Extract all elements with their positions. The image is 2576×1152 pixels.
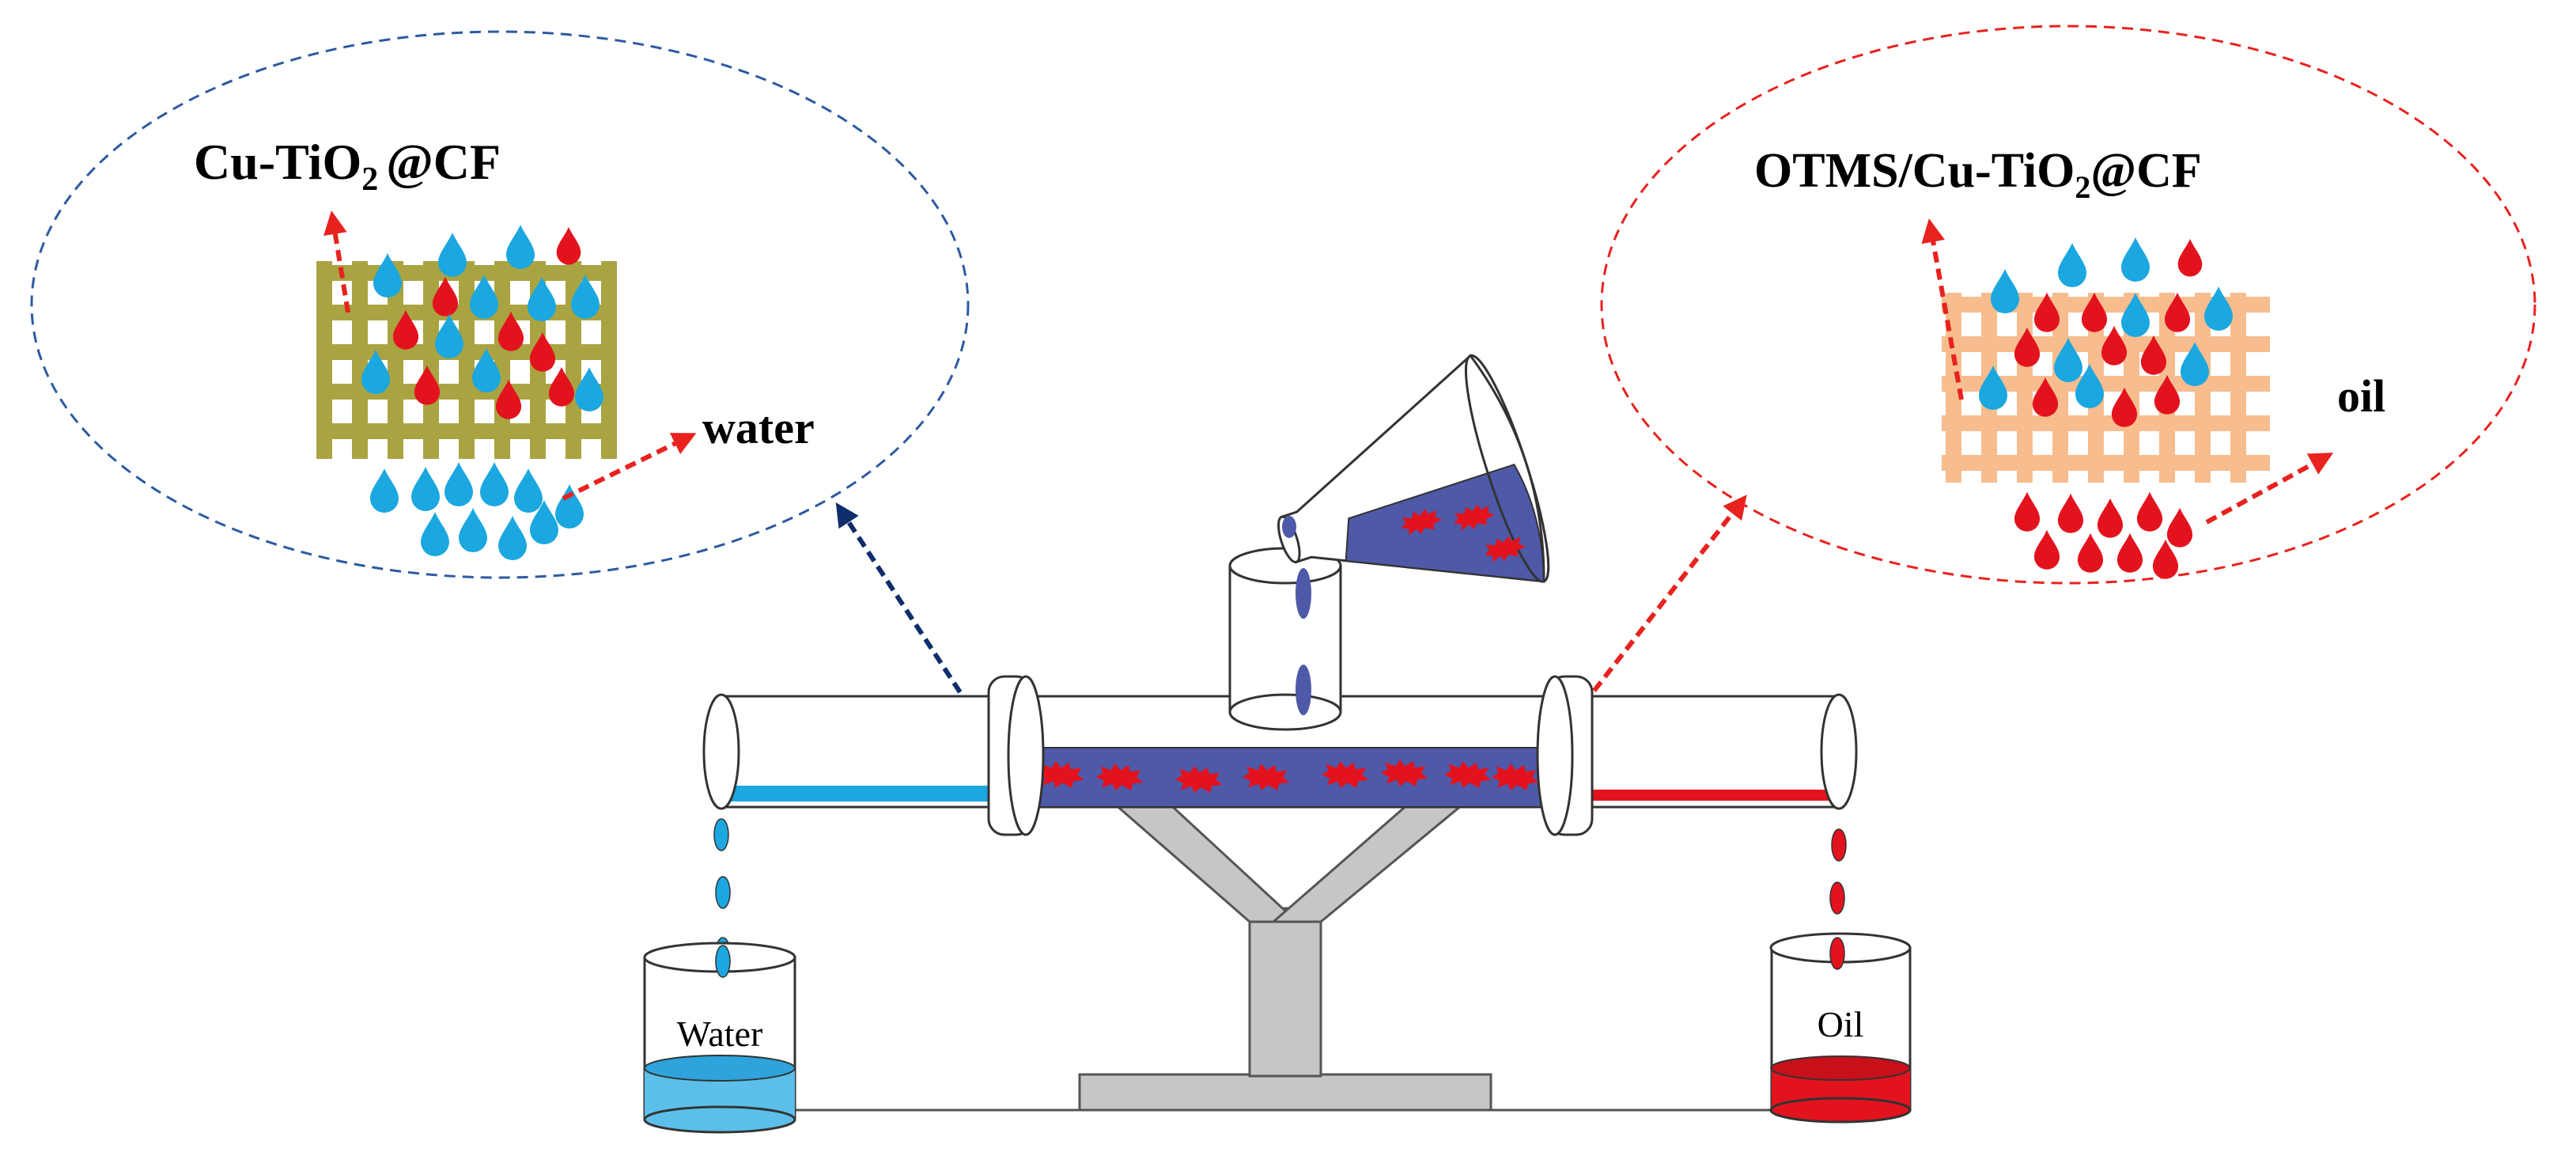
droplet-icon xyxy=(556,226,581,265)
droplet-icon xyxy=(2058,243,2086,287)
oil-beaker-drop xyxy=(1829,937,1845,970)
droplet-icon xyxy=(2077,532,2104,573)
left-water-flow-arrow xyxy=(562,433,697,501)
separation-pipe xyxy=(702,675,1858,836)
droplet-icon xyxy=(2121,237,2150,282)
droplet-icon xyxy=(2166,507,2193,548)
stand xyxy=(783,796,1780,1112)
left-callout-outline xyxy=(30,30,970,579)
right-callout: OTMS/Cu-TiO2@CF xyxy=(1600,25,2536,585)
droplet-icon xyxy=(2177,238,2203,277)
right-water-repel-arrow xyxy=(1921,218,1964,400)
stand-column xyxy=(1248,907,1322,1078)
right-callout-outline xyxy=(1600,25,2536,585)
droplet-icon xyxy=(411,467,440,511)
oil-beaker: Oil xyxy=(1769,932,1912,1124)
left-callout: Cu-TiO2@CF xyxy=(30,30,970,579)
stand-left-arm xyxy=(1103,796,1300,923)
water-beaker-drop xyxy=(715,945,731,978)
oil-drips xyxy=(1829,828,1847,915)
oil-beaker-label: Oil xyxy=(1818,1004,1864,1044)
right-oil-flow-arrow xyxy=(2205,453,2334,525)
right-material-label: OTMS/Cu-TiO2@CF xyxy=(1754,144,2202,205)
stand-right-arm xyxy=(1269,796,1475,923)
droplet-icon xyxy=(2116,532,2143,573)
droplet-icon xyxy=(438,233,467,277)
right-callout-pointer xyxy=(1560,495,1747,733)
droplet-icon xyxy=(373,253,402,297)
left-mesh xyxy=(316,261,617,459)
left-flange xyxy=(987,675,1045,836)
water-beaker: Water xyxy=(643,942,796,1134)
droplet-icon xyxy=(1991,269,2019,313)
droplet-icon xyxy=(2101,325,2128,366)
stand-base xyxy=(1078,1073,1492,1112)
water-beaker-label: Water xyxy=(677,1014,763,1054)
left-droplets-below xyxy=(370,462,584,560)
left-tube-opening xyxy=(702,693,740,810)
left-material-label: Cu-TiO2@CF xyxy=(194,134,501,198)
flask-pour-drop xyxy=(1282,516,1296,538)
right-tube-opening xyxy=(1820,693,1858,810)
droplet-icon xyxy=(421,512,449,556)
water-flow-label: water xyxy=(702,402,815,453)
right-droplets-below xyxy=(2014,491,2193,579)
droplet-icon xyxy=(444,462,473,506)
droplet-icon xyxy=(2033,529,2060,570)
right-tube xyxy=(1568,695,1840,809)
right-tube-oil xyxy=(1570,790,1839,801)
oil-flow-label: oil xyxy=(2337,370,2385,422)
right-flange xyxy=(1536,675,1594,836)
droplet-icon xyxy=(2097,498,2124,538)
droplet-icon xyxy=(2136,491,2163,532)
left-tube-water xyxy=(721,786,1014,801)
droplet-icon xyxy=(480,462,509,506)
droplet-icon xyxy=(459,508,487,552)
droplet-icon xyxy=(370,468,399,513)
feed-drop-1 xyxy=(1296,568,1311,619)
droplet-icon xyxy=(2057,493,2084,533)
droplet-icon xyxy=(514,468,543,513)
droplet-icon xyxy=(2014,491,2041,532)
droplet-icon xyxy=(506,225,535,269)
conical-flask xyxy=(1277,354,1550,583)
left-oil-repel-arrow xyxy=(323,210,350,313)
feed-cylinder xyxy=(1228,547,1342,731)
feed-drop-2 xyxy=(1296,665,1311,715)
droplet-icon xyxy=(498,516,527,560)
